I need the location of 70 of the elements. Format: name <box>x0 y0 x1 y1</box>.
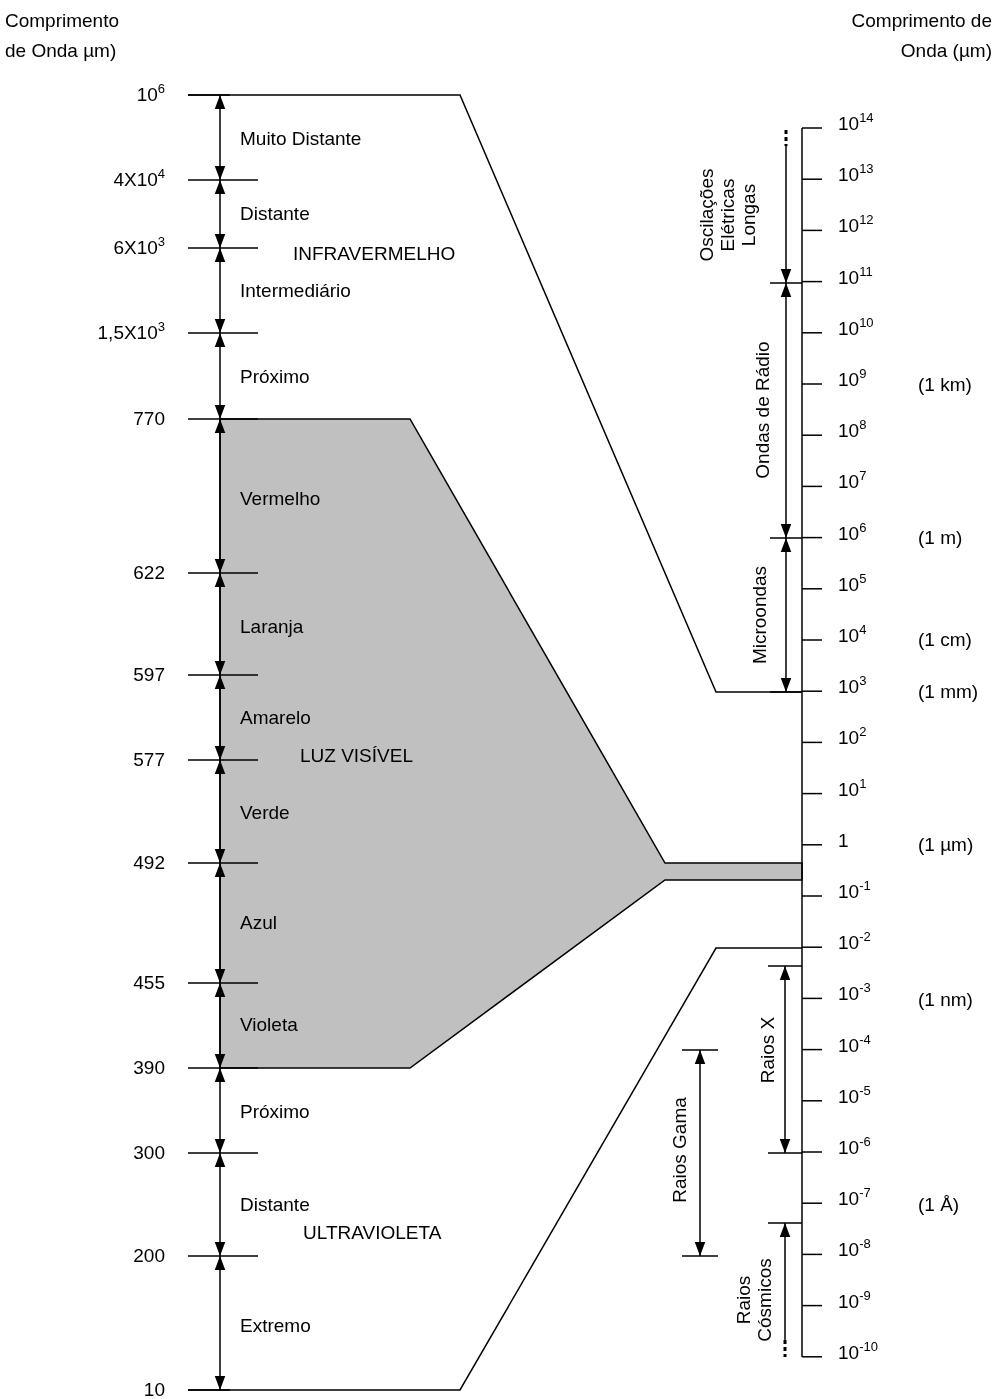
unit-note: (1 m) <box>918 527 963 549</box>
tick-label: 10$^{2}$ <box>838 727 867 750</box>
tick-label: 10$^{11}$ <box>838 266 873 289</box>
band-label: Próximo <box>240 1101 310 1123</box>
tick-label: 770 <box>133 408 165 430</box>
tick-label: 597 <box>133 664 165 686</box>
tick-label: 10$^{5}$ <box>838 573 867 596</box>
tick-label: 10$^{9}$ <box>838 369 867 391</box>
band-label: Raios Gama <box>669 1097 691 1203</box>
tick-label: 10$^{-7}$ <box>838 1188 871 1211</box>
band-label: Raios Cósmicos <box>734 1257 776 1344</box>
tick-label: 10$^{-3}$ <box>838 983 871 1006</box>
unit-note: (1 km) <box>918 374 972 396</box>
band-label: Amarelo <box>240 707 311 729</box>
tick-label: 492 <box>133 852 165 874</box>
band-label: Microondas <box>749 565 771 665</box>
tick-label: 390 <box>133 1057 165 1079</box>
tick-label: 4X10$^{4}$ <box>113 169 165 191</box>
tick-label: 10$^{-2}$ <box>838 932 871 955</box>
tick-label: 10$^{6}$ <box>838 522 867 545</box>
tick-label: 577 <box>133 749 165 771</box>
tick-label: 10$^{7}$ <box>838 471 867 494</box>
tick-label: 10$^{-9}$ <box>838 1290 871 1313</box>
region-label: ULTRAVIOLETA <box>303 1222 442 1244</box>
band-label: Azul <box>240 912 277 934</box>
tick-label: 6X10$^{3}$ <box>113 237 165 259</box>
tick-label: 10$^{8}$ <box>838 420 867 443</box>
tick-label: 10$^{6}$ <box>136 84 165 106</box>
band-label: Laranja <box>240 616 304 638</box>
region-label: LUZ VISÍVEL <box>300 745 413 767</box>
band-label: Ondas de Rádio <box>752 341 774 479</box>
tick-label: 10$^{4}$ <box>838 625 867 647</box>
tick-label: 455 <box>133 972 165 994</box>
tick-label: 10$^{12}$ <box>838 215 874 238</box>
band-label: Distante <box>240 1194 310 1216</box>
tick-label: 1,5X10$^{3}$ <box>97 322 165 344</box>
unit-note: (1 µm) <box>918 834 974 856</box>
axis-title: Comprimento de Onda (µm) <box>850 9 992 64</box>
unit-note: (1 cm) <box>918 629 972 651</box>
tick-label: 10$^{3}$ <box>838 676 867 699</box>
tick-label: 10$^{-4}$ <box>838 1034 871 1057</box>
band-label: Vermelho <box>240 488 321 510</box>
band-label: Oscilações Elétricas Longas <box>696 167 760 264</box>
tick-label: 10$^{10}$ <box>838 317 874 340</box>
band-label: Raios X <box>757 1016 779 1084</box>
tick-label: 10$^{-6}$ <box>838 1137 871 1159</box>
tick-label: 10 <box>143 1379 165 1399</box>
tick-label: 10$^{1}$ <box>838 778 867 801</box>
band-label: Violeta <box>240 1014 298 1036</box>
tick-label: 10$^{-8}$ <box>838 1239 871 1262</box>
tick-label: 10$^{13}$ <box>838 164 874 187</box>
band-label: Intermediário <box>240 280 351 302</box>
unit-note: (1 nm) <box>918 989 973 1011</box>
band-label: Extremo <box>240 1315 311 1337</box>
axis-title: Comprimento de Onda µm) <box>5 9 121 64</box>
tick-label: 10$^{-10}$ <box>838 1341 878 1364</box>
band-label: Próximo <box>240 366 310 388</box>
tick-label: 622 <box>133 562 165 584</box>
tick-label: 10$^{-5}$ <box>838 1085 871 1108</box>
tick-label: 10$^{-1}$ <box>838 881 871 903</box>
tick-label: 300 <box>133 1142 165 1164</box>
tick-label: 10$^{14}$ <box>838 113 874 135</box>
unit-note: (1 Å) <box>918 1194 960 1216</box>
unit-note: (1 mm) <box>918 681 979 703</box>
tick-label: 1 <box>838 829 849 852</box>
band-label: Verde <box>240 802 290 824</box>
band-label: Distante <box>240 203 310 225</box>
region-label: INFRAVERMELHO <box>293 243 456 265</box>
tick-label: 200 <box>133 1245 165 1267</box>
band-label: Muito Distante <box>240 128 362 150</box>
